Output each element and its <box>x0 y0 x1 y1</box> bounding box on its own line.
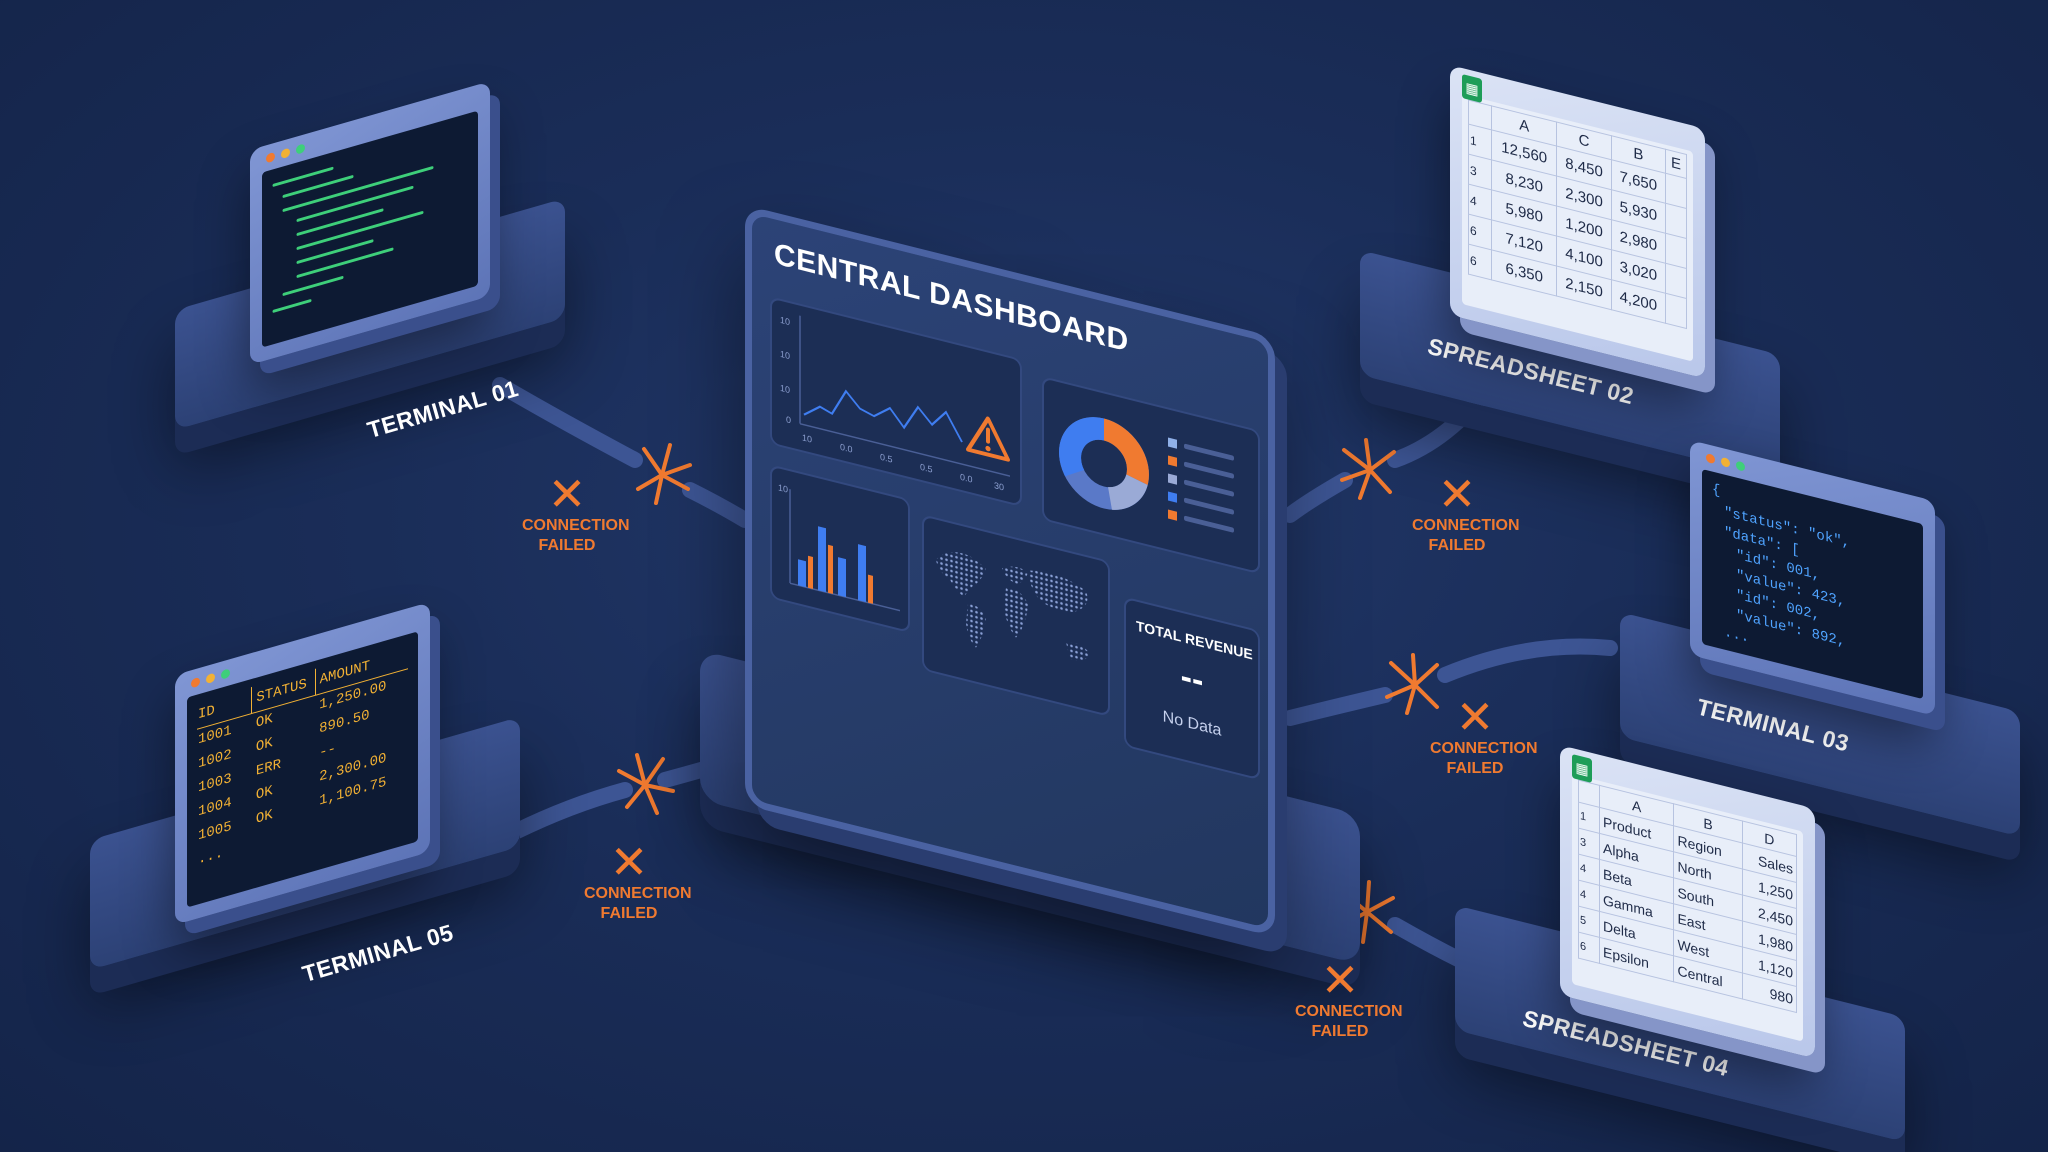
spreadsheet-04-table: A B D 1 Product Region Sales 3 Alpha Nor… <box>1578 779 1797 1013</box>
cable-terminal-01-a <box>492 377 643 468</box>
cable-terminal-05-a <box>507 782 633 840</box>
donut-slice-orange <box>1103 418 1149 485</box>
line-y-tick-4: 0 <box>786 414 791 425</box>
x-mark-icon: ✕ <box>1437 468 1477 520</box>
line-series <box>803 389 963 443</box>
spark-terminal-05 <box>617 753 675 815</box>
error-terminal-05: ✕ CONNECTION FAILED <box>559 836 699 924</box>
line-chart-x-axis <box>800 422 1010 477</box>
line-chart: 10 10 10 0 10 0.0 0.5 0.5 0.0 30 <box>780 315 1010 493</box>
line-x-tick-5: 0.0 <box>960 472 972 485</box>
line-x-tick-4: 0.5 <box>920 462 932 475</box>
spreadsheet-app-icon: ▦ <box>1462 73 1482 103</box>
x-mark-icon: ✕ <box>609 836 649 888</box>
bar-chart: 10 <box>778 482 900 612</box>
line-y-tick-1: 10 <box>780 315 790 327</box>
window-controls <box>266 143 305 164</box>
bar-5 <box>838 557 846 598</box>
donut-slice-gray <box>1107 473 1148 510</box>
line-x-tick-2: 0.0 <box>840 442 852 455</box>
bar-6 <box>858 544 866 603</box>
bar-1 <box>798 559 806 588</box>
line-x-tick-1: 10 <box>802 432 812 444</box>
x-mark-icon: ✕ <box>1320 954 1360 1006</box>
legend-bar-5 <box>1184 515 1234 533</box>
line-y-tick-3: 10 <box>780 383 790 395</box>
legend-swatch-4 <box>1168 491 1177 503</box>
central-dashboard: CENTRAL DASHBOARD 10 10 10 0 10 0.0 0.5 … <box>745 205 1275 938</box>
line-x-tick-3: 0.5 <box>880 452 892 465</box>
error-text: CONNECTION FAILED <box>1430 740 1538 777</box>
sheet04-rownum: 6 <box>1578 932 1600 964</box>
error-spreadsheet-02: ✕ CONNECTION FAILED <box>1387 468 1527 556</box>
error-text: CONNECTION FAILED <box>584 885 692 922</box>
donut-chart <box>1059 417 1234 533</box>
error-text: CONNECTION FAILED <box>1412 517 1520 554</box>
terminal-01-window <box>250 81 490 366</box>
line-y-tick-2: 10 <box>780 349 790 361</box>
world-map-icon <box>936 552 1090 661</box>
cable-terminal-01-b <box>682 482 753 528</box>
spreadsheet-02-table: A C B E 1 12,560 8,450 7,650 3 8,230 2,3… <box>1468 99 1687 329</box>
spark-terminal-03 <box>1385 653 1439 715</box>
window-controls <box>191 668 230 689</box>
spreadsheet-04-grid: A B D 1 Product Region Sales 3 Alpha Nor… <box>1572 773 1803 1042</box>
error-terminal-01: ✕ CONNECTION FAILED <box>497 468 637 556</box>
line-chart-panel: 10 10 10 0 10 0.0 0.5 0.5 0.0 30 <box>770 296 1022 508</box>
spreadsheet-app-icon: ▦ <box>1572 753 1592 783</box>
x-mark-icon: ✕ <box>1455 691 1495 743</box>
bar-3 <box>818 526 826 593</box>
legend-bar-4 <box>1184 497 1234 515</box>
donut-chart-panel <box>1042 376 1260 575</box>
legend-bar-3 <box>1184 479 1234 497</box>
legend-swatch-1 <box>1168 437 1177 449</box>
x-mark-icon: ✕ <box>547 468 587 520</box>
legend-swatch-5 <box>1168 509 1177 521</box>
terminal-03-screen: { "status": "ok", "data": [ "id": 001, "… <box>1702 468 1923 700</box>
total-revenue-panel: TOTAL REVENUE -- No Data <box>1124 596 1260 781</box>
spark-spreadsheet-02 <box>1340 438 1396 500</box>
cable-spreadsheet-04-b <box>1387 917 1468 968</box>
world-map-panel <box>922 514 1110 718</box>
error-terminal-03: ✕ CONNECTION FAILED <box>1405 691 1545 779</box>
bar-y-tick: 10 <box>778 482 788 494</box>
legend-bar-1 <box>1184 443 1234 461</box>
legend-bar-2 <box>1184 461 1234 479</box>
error-spreadsheet-04: ✕ CONNECTION FAILED <box>1270 954 1410 1042</box>
bar-2 <box>808 555 813 589</box>
warning-triangle-icon <box>966 416 1010 462</box>
bar-chart-panel: 10 <box>770 464 910 634</box>
window-controls <box>1706 452 1745 472</box>
cable-terminal-03-a <box>1437 638 1618 683</box>
error-text: CONNECTION FAILED <box>1295 1003 1403 1040</box>
cable-terminal-03-b <box>1282 687 1393 726</box>
sheet02-rownum: 6 <box>1468 244 1492 280</box>
bar-4 <box>828 544 833 594</box>
donut-slice-blue <box>1059 417 1105 477</box>
spark-terminal-01 <box>636 443 692 505</box>
donut-legend <box>1168 437 1234 533</box>
terminal-01-code <box>272 166 434 313</box>
cable-spreadsheet-02-b <box>1282 472 1353 523</box>
legend-swatch-2 <box>1168 455 1177 467</box>
line-x-tick-6: 30 <box>994 480 1004 492</box>
error-text: CONNECTION FAILED <box>522 517 630 554</box>
terminal-01-screen <box>262 110 478 348</box>
spreadsheet-02-grid: A C B E 1 12,560 8,450 7,650 3 8,230 2,3… <box>1462 93 1693 362</box>
bar-7 <box>868 574 873 604</box>
legend-swatch-3 <box>1168 473 1177 485</box>
